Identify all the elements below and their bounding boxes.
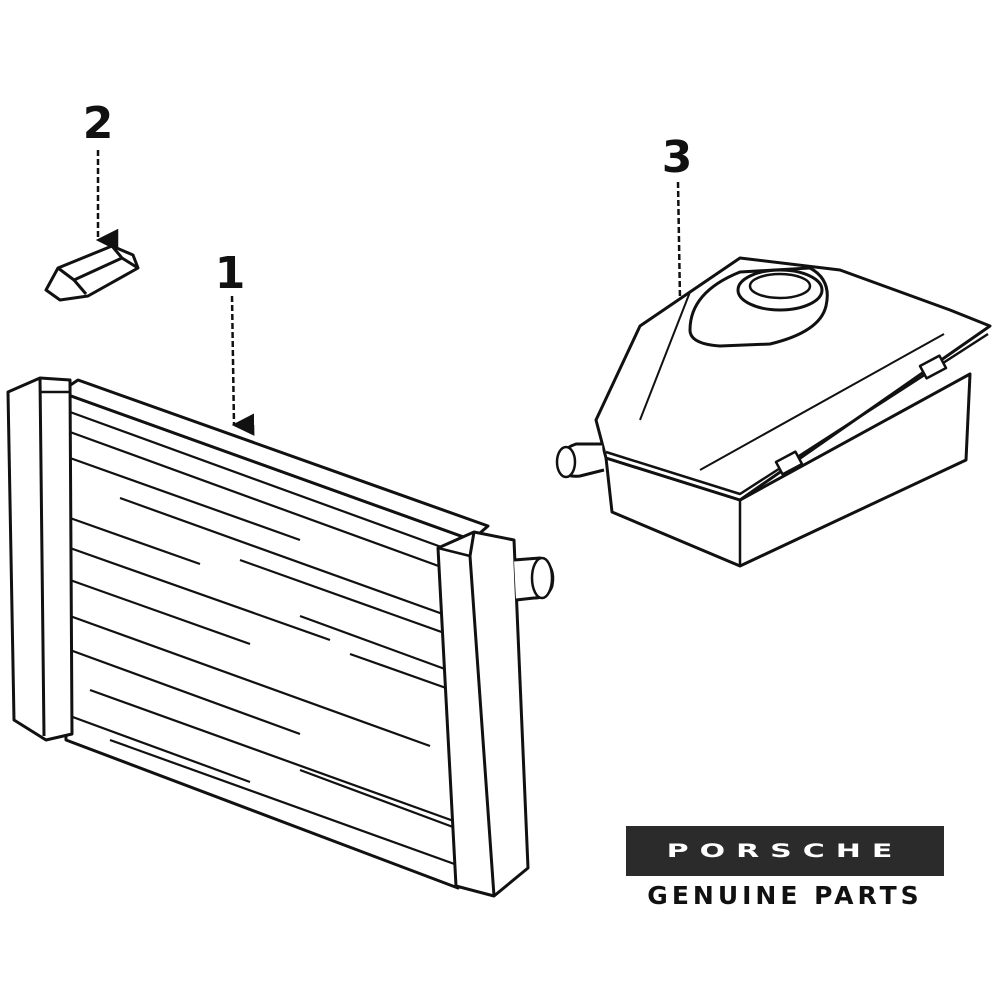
callout-number-1: 1 [215, 248, 246, 299]
logo-wordmark: PORSCHE [666, 840, 904, 862]
callout-number-2: 2 [83, 98, 114, 149]
leader-line-1 [230, 295, 255, 436]
reservoir-part [555, 256, 992, 568]
genuine-parts-tagline: GENUINE PARTS [647, 880, 923, 910]
porsche-logo: PORSCHE [626, 826, 944, 876]
radiator-part [6, 376, 555, 898]
leader-line-3 [676, 181, 701, 311]
callout-number-3: 3 [662, 132, 693, 183]
radiator-fins [69, 410, 467, 868]
bracket-part [44, 244, 140, 302]
